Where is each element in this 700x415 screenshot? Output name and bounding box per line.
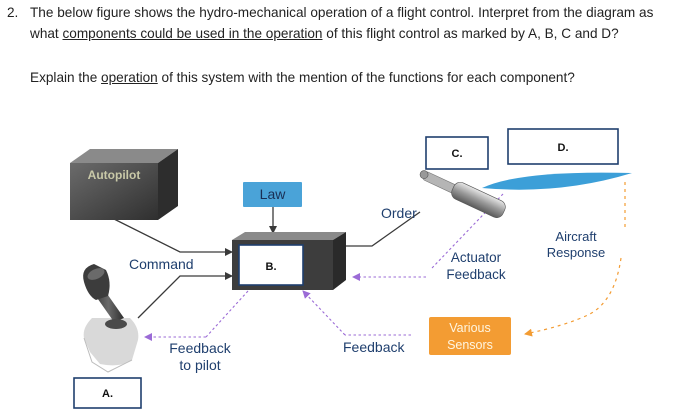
- sensors-label-line2: Sensors: [447, 338, 493, 352]
- box-c-label: C.: [452, 148, 463, 160]
- question-number: 2.: [7, 5, 19, 20]
- command-lines: [111, 207, 421, 319]
- command-label: Command: [129, 256, 194, 272]
- underlined-phrase-components: components could be used in the operatio…: [62, 26, 323, 41]
- actuator-feedback-line1: Actuator: [451, 250, 502, 265]
- computer-block-b: B.: [232, 232, 346, 290]
- question-line-3: Explain the operation of this system wit…: [30, 70, 575, 85]
- box-a: [73, 377, 142, 409]
- box-b: [238, 244, 304, 286]
- aircraft-response-line: [524, 182, 626, 337]
- order-label: Order: [381, 205, 417, 221]
- sensor-to-b-arrow: [302, 290, 346, 336]
- various-sensors-block: Various Sensors: [429, 317, 511, 355]
- box-d-label: D.: [558, 142, 569, 154]
- autopilot-label: Autopilot: [88, 168, 141, 182]
- law-label: Law: [260, 186, 287, 202]
- b-to-actuator-order-line: [345, 211, 421, 247]
- autopilot-block: Autopilot: [70, 149, 178, 220]
- box-c: [425, 136, 489, 170]
- feedback-label: Feedback: [343, 339, 405, 355]
- feedback-to-pilot-line1: Feedback: [169, 340, 231, 356]
- box-a-label: A.: [102, 388, 113, 400]
- sensors-label-line1: Various: [449, 321, 490, 335]
- feedback-to-pilot-line2: to pilot: [179, 357, 220, 373]
- question-line-1: The below figure shows the hydro-mechani…: [30, 5, 654, 20]
- autopilot-to-b-line: [111, 217, 233, 256]
- question-line-2: what components could be used in the ope…: [30, 26, 619, 41]
- actuator-feedback-line2: Feedback: [446, 267, 506, 282]
- stick-to-b-line: [137, 272, 233, 319]
- b-to-pilot-line: [205, 290, 249, 338]
- actuator: [419, 170, 506, 218]
- law-block: Law: [243, 182, 302, 207]
- underlined-word-operation: operation: [101, 70, 158, 85]
- box-d: [507, 128, 619, 165]
- control-surface: [482, 172, 632, 190]
- side-stick: [83, 264, 139, 373]
- aircraft-response-line2: Response: [547, 245, 606, 260]
- aircraft-response-line1: Aircraft: [555, 229, 597, 244]
- feedback-lines: [144, 193, 504, 341]
- box-b-label: B.: [266, 261, 277, 273]
